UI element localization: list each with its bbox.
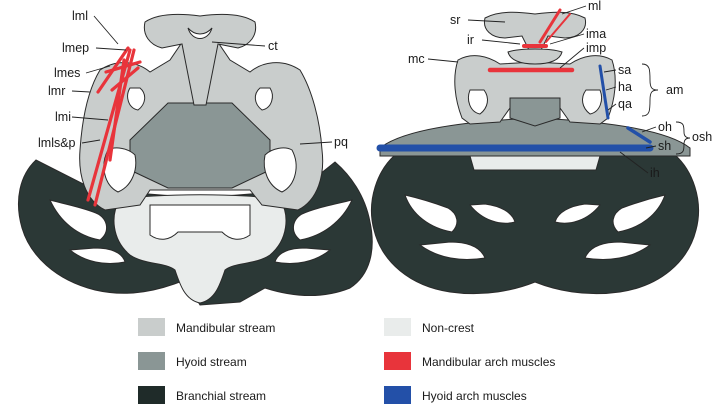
ventral-mandibular-muscles bbox=[487, 8, 575, 73]
legend-label-mandibular-stream: Mandibular stream bbox=[176, 321, 275, 335]
muscle-sa-ha-qa bbox=[598, 64, 610, 120]
label-ih: ih bbox=[650, 166, 660, 180]
ventral-view: sr ml ir ima mc imp sa ha qa am oh sh os… bbox=[370, 0, 712, 295]
dorsal-hyoid-region bbox=[129, 102, 271, 189]
legend-label-hyoid-muscles: Hyoid arch muscles bbox=[422, 389, 527, 403]
label-pq: pq bbox=[334, 135, 348, 149]
ventral-branchial-openings-right bbox=[554, 194, 666, 260]
dorsal-lateral-fenestra-left bbox=[103, 147, 137, 193]
dorsal-branchial-opening-right-2 bbox=[274, 247, 332, 264]
ventral-lateral-fenestra-right bbox=[582, 89, 603, 115]
legend-swatch-hyoid-stream bbox=[138, 352, 165, 370]
dorsal-anterior-fenestra-right bbox=[254, 87, 273, 111]
dorsal-branchial-opening-right bbox=[293, 199, 353, 241]
label-lmls-p: lmls&p bbox=[38, 136, 76, 150]
ventral-leader-lines bbox=[427, 5, 657, 174]
muscle-lmlsp bbox=[108, 58, 126, 162]
legend-label-branchial-stream: Branchial stream bbox=[176, 389, 266, 403]
label-imp: imp bbox=[586, 41, 606, 55]
ventral-infrarostral bbox=[507, 48, 563, 65]
label-ha: ha bbox=[618, 80, 632, 94]
label-lmep: lmep bbox=[62, 41, 89, 55]
legend-swatch-branchial-stream bbox=[138, 386, 165, 404]
legend-label-non-crest: Non-crest bbox=[422, 321, 475, 335]
label-sh: sh bbox=[658, 139, 671, 153]
dorsal-branchial-opening-left bbox=[49, 199, 107, 241]
muscle-ml-2 bbox=[545, 13, 571, 43]
label-osh: osh bbox=[692, 130, 712, 144]
ventral-hypobranchial bbox=[509, 97, 561, 127]
label-sa: sa bbox=[618, 63, 631, 77]
dorsal-lateral-fenestra-right bbox=[263, 147, 297, 193]
dorsal-anterior-fenestra-left bbox=[127, 87, 146, 111]
label-sr: sr bbox=[450, 13, 460, 27]
ventral-branchial-openings-left bbox=[404, 194, 516, 260]
muscle-ml bbox=[538, 8, 562, 44]
dorsal-ethmoid-notch bbox=[187, 27, 213, 39]
dorsal-branchial-opening-left-2 bbox=[68, 247, 126, 264]
legend: Mandibular stream Hyoid stream Branchial… bbox=[138, 318, 555, 404]
muscle-lmi bbox=[110, 66, 140, 92]
dorsal-trabecular-plate bbox=[143, 13, 257, 106]
label-ml: ml bbox=[588, 0, 601, 13]
label-lmr: lmr bbox=[48, 84, 65, 98]
label-lmi: lmi bbox=[55, 110, 71, 124]
muscle-oh bbox=[626, 126, 652, 144]
dorsal-mandibular-muscles bbox=[86, 46, 142, 207]
legend-swatch-non-crest bbox=[384, 318, 411, 336]
legend-swatch-mandibular-stream bbox=[138, 318, 165, 336]
label-am: am bbox=[666, 83, 683, 97]
dorsal-view: lml lmep lmes lmr lmi lmls&p ct pq bbox=[18, 9, 373, 306]
legend-swatch-mandibular-muscles bbox=[384, 352, 411, 370]
ventral-hyoid-muscles bbox=[376, 64, 654, 152]
label-mc: mc bbox=[408, 52, 425, 66]
brace-osh bbox=[675, 121, 691, 155]
legend-label-hyoid-stream: Hyoid stream bbox=[176, 355, 247, 369]
dorsal-leader-lines bbox=[71, 15, 333, 145]
legend-swatch-hyoid-muscles bbox=[384, 386, 411, 404]
label-ir: ir bbox=[467, 33, 474, 47]
label-ima: ima bbox=[586, 27, 606, 41]
ventral-lateral-fenestra-left bbox=[467, 89, 488, 115]
label-lml: lml bbox=[72, 9, 88, 23]
label-oh: oh bbox=[658, 120, 672, 134]
label-ct: ct bbox=[268, 39, 278, 53]
legend-label-mandibular-muscles: Mandibular arch muscles bbox=[422, 355, 555, 369]
dorsal-notochord-outline bbox=[149, 204, 251, 240]
brace-am bbox=[641, 63, 659, 117]
ventral-non-crest-region bbox=[469, 155, 601, 171]
label-qa: qa bbox=[618, 97, 632, 111]
ventral-rostral-plate bbox=[483, 11, 587, 53]
label-lmes: lmes bbox=[54, 66, 80, 80]
